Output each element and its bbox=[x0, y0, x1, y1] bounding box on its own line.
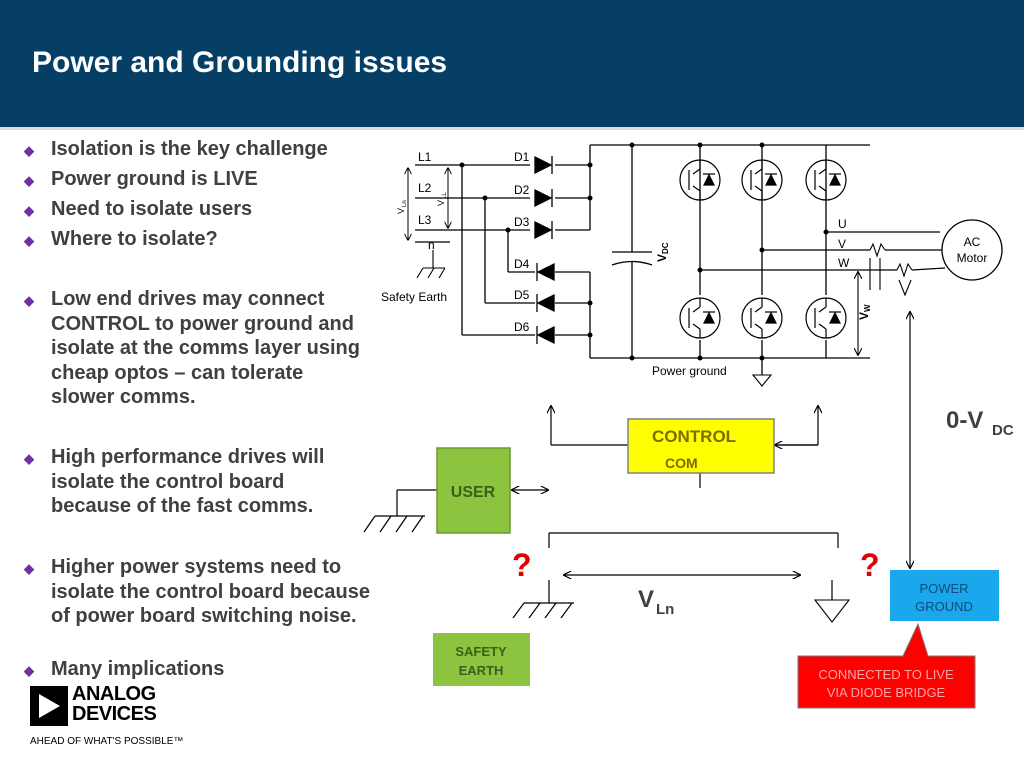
callout-line1: CONNECTED TO LIVE bbox=[818, 667, 954, 682]
diamond-bullet-icon: ◆ bbox=[24, 233, 34, 248]
label-l1: L1 bbox=[418, 150, 432, 164]
label-d1: D1 bbox=[514, 150, 530, 164]
diode-d4-icon bbox=[536, 262, 555, 282]
rectifier-wiring bbox=[415, 144, 946, 375]
diode-d3-icon bbox=[534, 220, 553, 240]
ac-motor-icon bbox=[941, 219, 1003, 281]
callout-line2: VIA DIODE BRIDGE bbox=[827, 685, 946, 700]
label-d6: D6 bbox=[514, 320, 530, 334]
bullet-item: ◆Low end drives may connect CONTROL to p… bbox=[24, 288, 360, 408]
safety-earth-box bbox=[433, 633, 530, 686]
vln-small-label: V bbox=[396, 208, 406, 214]
title-bar-divider bbox=[0, 127, 1024, 130]
title-bar bbox=[0, 0, 1024, 127]
diamond-bullet-icon: ◆ bbox=[24, 293, 34, 308]
diode-group bbox=[534, 155, 555, 345]
vw-sub: W bbox=[863, 304, 872, 312]
output-v-label: V bbox=[838, 237, 846, 251]
igbt-switches bbox=[679, 159, 847, 339]
power-ground-box-line1: POWER bbox=[919, 581, 968, 596]
label-l2: L2 bbox=[418, 181, 432, 195]
igbt-icon bbox=[805, 297, 847, 339]
junction-dots bbox=[459, 142, 829, 361]
input-voltage-arrows bbox=[408, 168, 448, 240]
motor-label-line2: Motor bbox=[957, 251, 988, 265]
vll-small-label: V bbox=[436, 200, 446, 206]
control-wiring bbox=[363, 312, 910, 619]
diamond-bullet-icon: ◆ bbox=[24, 203, 34, 218]
question-mark-right: ? bbox=[860, 547, 880, 583]
diode-d2-icon bbox=[534, 188, 553, 208]
zero-vdc-sub: DC bbox=[992, 422, 1014, 439]
zero-vdc-label: 0-V bbox=[946, 407, 983, 434]
logo-line1: ANALOG bbox=[72, 683, 156, 705]
question-mark-left: ? bbox=[512, 547, 532, 583]
motor-label-line1: AC bbox=[964, 235, 981, 249]
earth-ground-icon bbox=[416, 250, 446, 279]
power-ground-box-line2: GROUND bbox=[915, 599, 973, 614]
slide-title: Power and Grounding issues bbox=[32, 46, 448, 79]
bullet-item: ◆Need to isolate users bbox=[24, 197, 424, 222]
safety-earth-label: Safety Earth bbox=[381, 290, 447, 304]
output-w-label: W bbox=[838, 256, 850, 270]
safety-earth-box-line2: EARTH bbox=[459, 663, 504, 678]
bullet-item: ◆Higher power systems need to isolate th… bbox=[24, 556, 370, 627]
diode-d5-icon bbox=[536, 293, 555, 313]
label-d2: D2 bbox=[514, 183, 530, 197]
logo-line2: DEVICES bbox=[72, 703, 157, 725]
label-d3: D3 bbox=[514, 215, 530, 229]
vln-big-label: V bbox=[638, 586, 654, 613]
user-label: USER bbox=[451, 484, 496, 501]
current-sensor-icons bbox=[869, 242, 913, 297]
vln-big-sub: Ln bbox=[656, 601, 674, 618]
output-u-label: U bbox=[838, 217, 847, 231]
callout-bubble bbox=[797, 622, 976, 709]
igbt-icon bbox=[741, 297, 783, 339]
logo-tagline: AHEAD OF WHAT'S POSSIBLE™ bbox=[30, 736, 184, 747]
power-ground-box bbox=[890, 570, 999, 621]
control-label: CONTROL bbox=[652, 427, 736, 446]
igbt-icon bbox=[679, 297, 721, 339]
igbt-icon bbox=[679, 159, 721, 201]
vdc-label: V bbox=[655, 254, 669, 262]
diamond-bullet-icon: ◆ bbox=[24, 173, 34, 188]
diamond-bullet-icon: ◆ bbox=[24, 663, 34, 678]
label-l3: L3 bbox=[418, 213, 432, 227]
label-d5: D5 bbox=[514, 288, 530, 302]
igbt-icon bbox=[741, 159, 783, 201]
diode-d1-icon bbox=[534, 155, 553, 175]
vw-label: V bbox=[857, 312, 871, 320]
com-label: COM bbox=[665, 455, 698, 471]
bullet-item: ◆Power ground is LIVE bbox=[24, 167, 424, 192]
power-ground-lower-icon bbox=[813, 599, 851, 623]
label-neutral: n bbox=[428, 238, 435, 252]
user-box bbox=[436, 447, 511, 534]
power-ground-icon bbox=[751, 374, 773, 387]
bullet-item: ◆High performance drives will isolate th… bbox=[24, 446, 325, 517]
vdc-sub: DC bbox=[661, 242, 670, 254]
bullet-item: ◆Isolation is the key challenge bbox=[24, 137, 424, 162]
logo-wordmark: ANALOG DEVICES bbox=[72, 683, 157, 725]
diamond-bullet-icon: ◆ bbox=[24, 561, 34, 576]
bullet-item: ◆Where to isolate? bbox=[24, 227, 424, 252]
vln-small-sub: Ln bbox=[402, 200, 408, 207]
control-box bbox=[627, 418, 775, 474]
analog-devices-logo-icon bbox=[30, 686, 68, 726]
bullet-item: ◆Many implications bbox=[24, 657, 424, 682]
diode-d6-icon bbox=[536, 325, 555, 345]
igbt-icon bbox=[805, 159, 847, 201]
diamond-bullet-icon: ◆ bbox=[24, 143, 34, 158]
safety-earth-box-line1: SAFETY bbox=[455, 644, 507, 659]
power-ground-label: Power ground bbox=[652, 364, 727, 378]
label-d4: D4 bbox=[514, 257, 530, 271]
vll-small-sub: LL bbox=[442, 192, 448, 199]
diamond-bullet-icon: ◆ bbox=[24, 451, 34, 466]
